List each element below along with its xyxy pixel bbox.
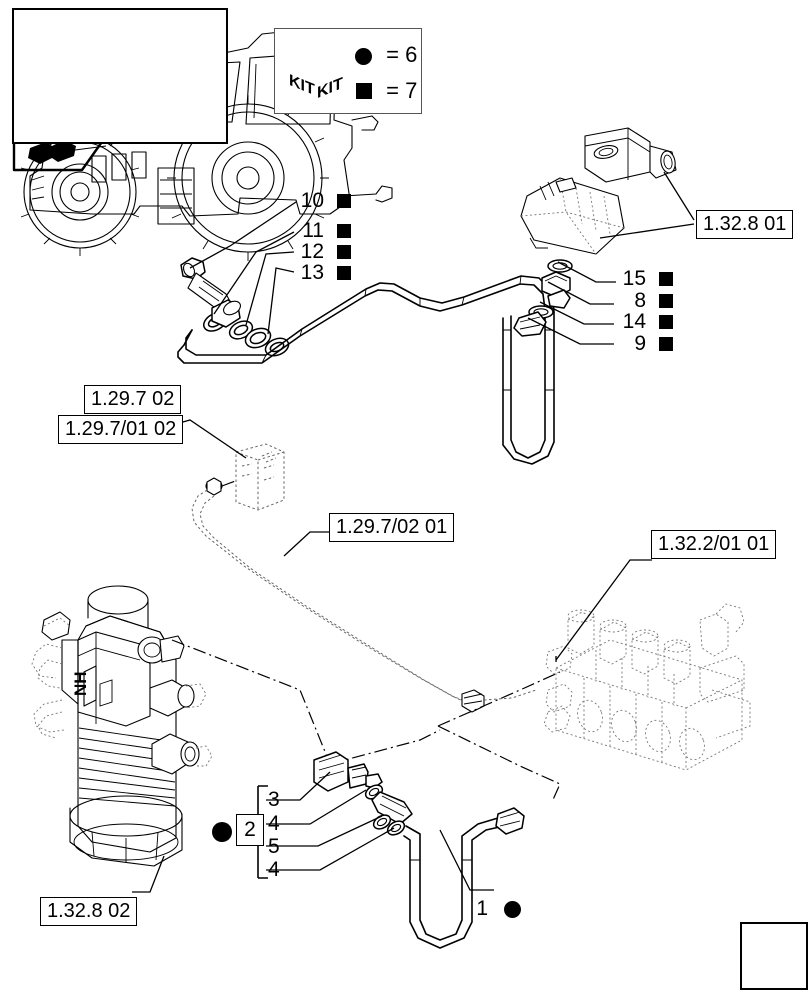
- callout-12-marker: [336, 245, 351, 259]
- hydraulic-pump-filter-assembly: NH: [31, 585, 213, 867]
- ref-box-1-29-7-02-01[interactable]: 1.29.7/02 01: [329, 513, 455, 542]
- tube-end-fitting-right: [495, 807, 525, 835]
- hose-end-fitting: [461, 689, 485, 713]
- callout-8: 8: [620, 290, 673, 311]
- callout-15: 15: [620, 268, 673, 289]
- callout-10-number: 10: [300, 189, 324, 212]
- ref-box-1-32-8-01[interactable]: 1.32.8 01: [696, 210, 794, 239]
- kit-legend-box: [274, 28, 422, 114]
- group-number-2-box[interactable]: 2: [236, 814, 264, 846]
- callout-10-marker: [336, 194, 351, 208]
- coupler-body-upper: [584, 127, 677, 183]
- adapter-fitting: [513, 259, 573, 337]
- legend-circle-text: = 6: [386, 42, 418, 67]
- callout-15-marker: [658, 272, 673, 286]
- pump-side-port-upper: [137, 635, 185, 664]
- pump-side-port-lower: [151, 733, 213, 775]
- callout-1-number: 1: [476, 897, 488, 920]
- callout-13-marker: [336, 266, 351, 280]
- callout-11-number: 11: [302, 219, 324, 242]
- bracket-item-4a: 4: [268, 812, 280, 835]
- pump-side-port-mid: [149, 679, 207, 717]
- legend-circle-symbol: [355, 48, 372, 65]
- callout-13-number: 13: [300, 261, 324, 284]
- bracket-item-4b: 4: [268, 858, 280, 881]
- sensor-block: [205, 443, 285, 511]
- callout-12-number: 12: [300, 240, 324, 263]
- callout-8-marker: [658, 294, 673, 308]
- bracket-item-3: 3: [268, 788, 280, 811]
- callout-14-number: 14: [622, 310, 646, 333]
- callout-9-marker: [658, 337, 673, 351]
- leader-lines: [132, 171, 695, 893]
- ref-box-1-32-8-02[interactable]: 1.32.8 02: [40, 897, 138, 926]
- callout-1: 1: [474, 898, 521, 919]
- callout-15-number: 15: [622, 267, 646, 290]
- callout-11: 11: [298, 220, 351, 241]
- hose-assembly-upper-left: [177, 257, 555, 465]
- callout-12: 12: [298, 241, 351, 262]
- legend-row-square: = 7: [356, 78, 418, 103]
- legend-square-text: = 7: [386, 78, 418, 103]
- coupler-body-lower: [520, 177, 625, 255]
- callout-8-number: 8: [634, 289, 646, 312]
- ref-box-1-29-7-01-02[interactable]: 1.29.7/01 02: [58, 415, 184, 444]
- bracket-item-5: 5: [268, 835, 280, 858]
- orientation-tab-left: [12, 137, 106, 172]
- sensor-port-fitting: [205, 477, 223, 496]
- callout-9-number: 9: [634, 332, 646, 355]
- group-marker-circle: [212, 822, 232, 842]
- callout-9: 9: [620, 333, 673, 354]
- callout-13: 13: [298, 262, 351, 283]
- ref-box-1-32-2-01-01[interactable]: 1.32.2/01 01: [651, 530, 777, 559]
- centerlines: [171, 639, 561, 803]
- quick-coupler-assembly: [513, 127, 677, 337]
- svg-text:NH: NH: [71, 671, 90, 696]
- callout-1-marker: [503, 901, 521, 918]
- callout-11-marker: [336, 224, 351, 238]
- callout-10: 10: [298, 190, 351, 211]
- quick-coupler-3: [313, 751, 383, 792]
- ref-box-1-29-7-02[interactable]: 1.29.7 02: [84, 385, 182, 414]
- callout-14-marker: [658, 315, 673, 329]
- orientation-corner-frame: [740, 922, 808, 990]
- legend-square-symbol: [356, 83, 372, 99]
- remote-valve-stack: [543, 603, 751, 771]
- legend-row-circle: = 6: [355, 42, 418, 67]
- callout-14: 14: [620, 311, 673, 332]
- group-number-2: 2: [244, 818, 256, 841]
- bottom-hose-assembly: [313, 751, 525, 949]
- tractor-panel-frame: [12, 8, 228, 144]
